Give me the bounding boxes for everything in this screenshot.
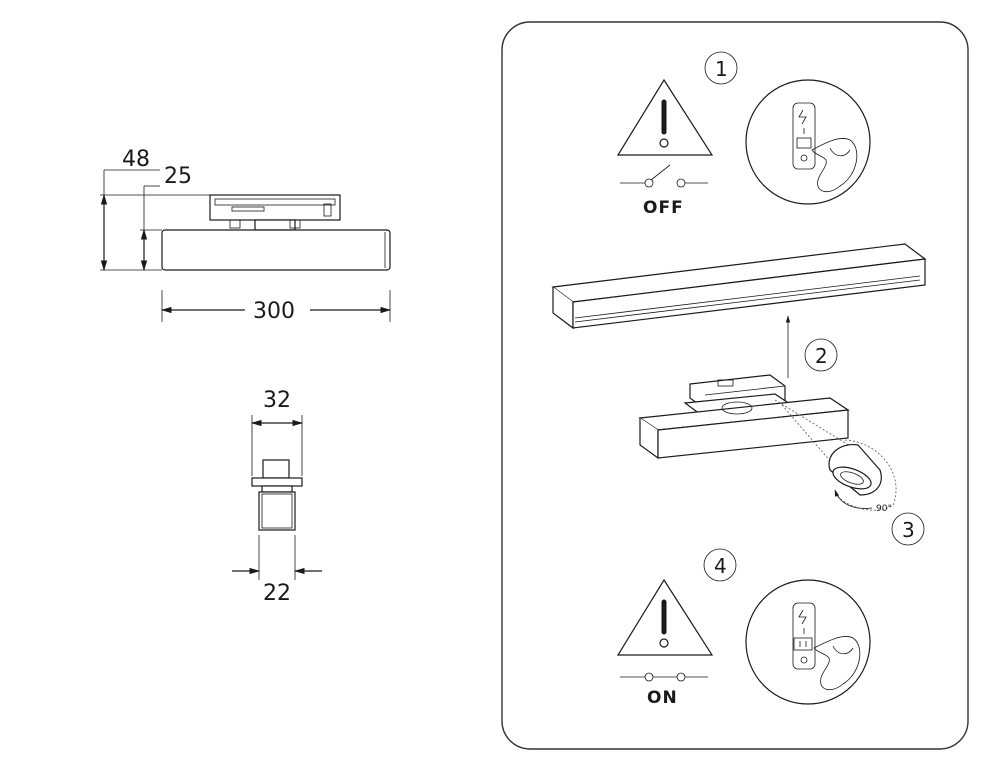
dim-height-total: 48 — [122, 147, 150, 172]
end-view-drawing — [232, 415, 322, 580]
step-4-number: 4 — [714, 554, 727, 578]
step-1-number: 1 — [715, 57, 728, 81]
dim-height-body: 25 — [164, 164, 192, 189]
side-view-drawing — [161, 194, 391, 271]
warning-triangle-icon-2 — [616, 578, 714, 656]
step-2-number: 2 — [815, 344, 828, 368]
dim-length: 300 — [253, 299, 295, 324]
step-2-circle — [804, 338, 838, 372]
switch-off-label: OFF — [643, 198, 684, 218]
switch-hand-icon — [745, 79, 871, 205]
track-rail — [551, 243, 927, 330]
switch-on-symbol — [620, 672, 708, 682]
step-3-number: 3 — [902, 518, 915, 542]
switch-on-label: ON — [647, 688, 678, 708]
switch-hand-icon-2 — [745, 579, 871, 705]
dimension-lines-side — [100, 169, 392, 322]
instruction-panel — [501, 21, 969, 750]
dim-adapter-width: 32 — [263, 388, 291, 413]
step-3-circle — [891, 512, 925, 546]
rotation-detail — [828, 439, 897, 511]
step-4-circle — [703, 548, 737, 582]
fixture-with-adapter — [638, 374, 861, 471]
dim-body-width: 22 — [263, 581, 291, 606]
rotation-arc-icon — [834, 489, 873, 509]
rotation-angle-label: 90° — [876, 504, 892, 514]
step-1-circle — [704, 51, 738, 85]
switch-off-symbol — [620, 164, 708, 188]
warning-triangle-icon — [616, 78, 714, 156]
